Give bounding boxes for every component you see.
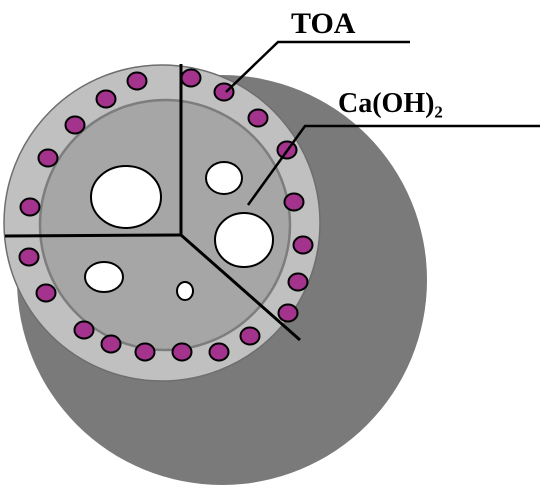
particle [19,197,41,217]
caoh2-leader-line [246,124,540,206]
particle [277,303,299,323]
particle [95,89,117,109]
caoh2-label: Ca(OH)₂ [338,88,443,119]
particle [239,326,261,346]
toa-leader-line [225,40,410,93]
particle [37,148,59,168]
particle [64,115,86,135]
pore [90,165,162,229]
sector-line-left [4,233,182,238]
particle [171,342,193,362]
particle [180,68,202,88]
leader-lines [225,40,540,206]
particle [18,247,40,267]
particle [100,334,122,354]
pore [205,161,243,195]
particles-group [18,68,314,362]
particle [283,192,305,212]
toa-label: TOA [291,7,356,40]
particle [247,108,269,128]
particle [73,320,95,340]
pore [176,281,194,301]
sector-lines [4,64,301,342]
particle [292,235,314,255]
pore [214,212,274,268]
pore [84,261,124,293]
pores-group [84,161,274,301]
particle [208,342,230,362]
particle [126,71,148,91]
particle [134,342,156,362]
particle [287,272,309,292]
particle [35,283,57,303]
sector-line-right [180,233,301,342]
